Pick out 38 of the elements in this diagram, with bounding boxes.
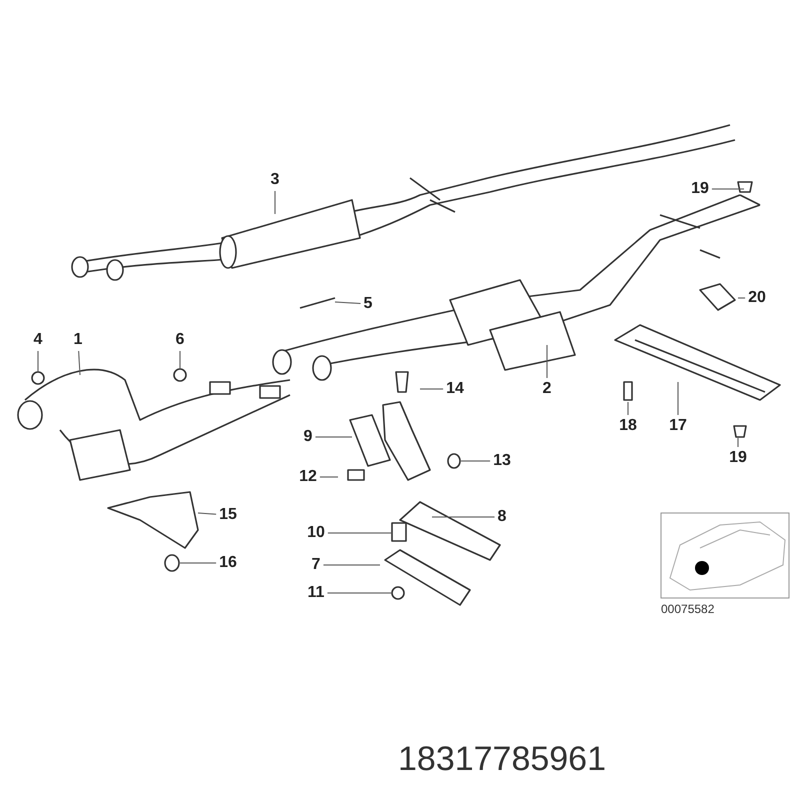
leader-line	[319, 476, 338, 478]
leader-line	[314, 436, 352, 438]
callout-number: 5	[364, 295, 372, 313]
callout-number: 9	[304, 428, 312, 446]
callout-number: 6	[176, 331, 184, 349]
drawing-number: 00075582	[661, 602, 714, 616]
leader-line	[180, 562, 217, 564]
callout-number: 1	[74, 331, 82, 349]
callout-number: 18	[619, 417, 637, 435]
callout-number: 12	[299, 468, 317, 486]
leader-line	[420, 388, 444, 390]
callout-number: 11	[308, 584, 324, 602]
leader-line	[326, 592, 392, 594]
callout-number: 10	[307, 524, 325, 542]
callout-number: 19	[729, 449, 747, 467]
leader-line	[460, 460, 491, 462]
callout-number: 13	[493, 452, 511, 470]
callout-number: 4	[34, 331, 42, 349]
part-number: 18317785961	[398, 740, 606, 779]
callout-number: 16	[219, 554, 237, 572]
leader-line	[198, 512, 217, 515]
leader-line	[78, 350, 80, 376]
leader-line	[327, 532, 392, 534]
callout-number: 2	[542, 380, 552, 398]
leader-line	[322, 564, 380, 566]
leader-line	[546, 344, 548, 378]
callout-number: 14	[446, 380, 464, 398]
callout-number: 8	[498, 508, 506, 526]
leader-line	[432, 516, 496, 518]
callout-number: 7	[312, 556, 320, 574]
callout-number: 19	[691, 180, 709, 198]
leader-line	[334, 302, 362, 304]
leader-line	[711, 188, 744, 190]
leader-line	[274, 190, 276, 214]
callout-number: 17	[669, 417, 687, 435]
callout-number: 20	[748, 289, 766, 307]
callout-number: 15	[219, 506, 237, 524]
callout-number: 3	[270, 171, 280, 189]
